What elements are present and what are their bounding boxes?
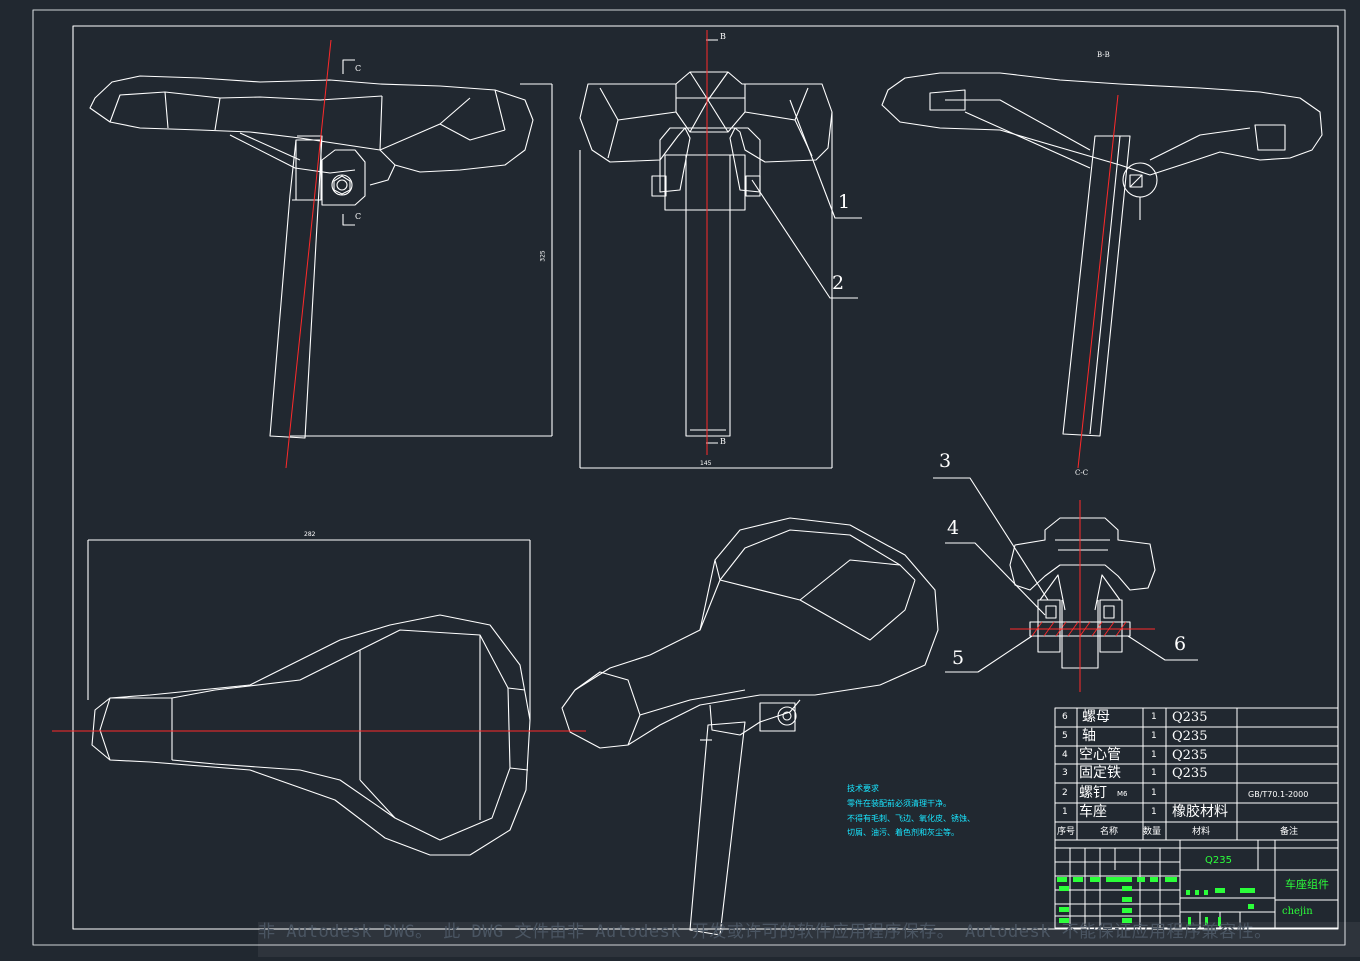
bom-header-no: 序号 [1057, 827, 1076, 837]
isometric-view [561, 517, 939, 936]
balloon-6: 6 [1174, 633, 1187, 655]
bom-row-2-note: GB/T70.1-2000 [1248, 790, 1309, 799]
title-block-assembly-name: 车座组件 [1285, 878, 1329, 891]
section-bb-right [881, 72, 1323, 437]
bom-header-name: 名称 [1100, 827, 1119, 837]
bom-row-5-material: Q235 [1172, 729, 1208, 744]
tech-req-title: 技术要求 [847, 784, 879, 793]
bom-row-2-no: 2 [1062, 788, 1068, 798]
section-title-bb: B-B [1097, 51, 1110, 59]
dimension-length-top: 282 [304, 531, 316, 538]
bom-row-6-name: 螺母 [1082, 709, 1110, 725]
tech-req-line-3: 切屑、油污、着色剂和灰尘等。 [847, 828, 959, 837]
bom-row-1-qty: 1 [1151, 807, 1157, 817]
section-title-cc: C-C [1075, 469, 1089, 477]
bom-row-3-no: 3 [1062, 768, 1068, 778]
balloon-5: 5 [952, 647, 965, 669]
bom-row-2-spec: M6 [1117, 790, 1128, 798]
balloon-2: 2 [832, 272, 845, 294]
bom-row-1-material: 橡胶材料 [1172, 804, 1228, 820]
bom-row-3-name: 固定铁 [1079, 765, 1121, 781]
bom-row-6-qty: 1 [1151, 712, 1157, 722]
inner-border [72, 25, 1339, 930]
balloon-3: 3 [939, 450, 952, 472]
dimension-width-front: 145 [700, 460, 712, 467]
bom-row-2-qty: 1 [1151, 788, 1157, 798]
bom-row-1-name: 车座 [1079, 804, 1107, 820]
bom-row-3-material: Q235 [1172, 766, 1208, 781]
bom-row-1-no: 1 [1062, 807, 1068, 817]
section-cc-detail [1009, 517, 1156, 669]
section-marker-c-top: C [355, 64, 362, 73]
section-marker-c-bottom: C [355, 212, 362, 221]
dwg-watermark: 非 Autodesk DWG。 此 DWG 文件由非 Autodesk 开发或许… [258, 922, 1360, 957]
bom-row-4-name: 空心管 [1079, 747, 1121, 763]
bom-header-note: 备注 [1280, 827, 1299, 837]
title-block-material: Q235 [1205, 855, 1232, 866]
bom-row-4-no: 4 [1062, 750, 1068, 760]
bom-row-4-material: Q235 [1172, 748, 1208, 763]
leader-lines [751, 99, 1198, 673]
bom-header-qty: 数量 [1143, 827, 1162, 837]
balloon-1: 1 [838, 191, 851, 213]
tech-req-line-2: 不得有毛刺、飞边、氧化皮、锈蚀、 [847, 814, 975, 823]
top-view-bottom-left [87, 539, 531, 856]
side-view-left [89, 59, 553, 439]
bom-row-5-no: 5 [1062, 731, 1068, 741]
title-block-designer: chejin [1282, 906, 1313, 917]
bom-row-6-material: Q235 [1172, 710, 1208, 725]
dimension-height: 325 [539, 250, 547, 262]
bom-row-2-name: 螺钉 [1079, 785, 1107, 801]
title-block [1054, 707, 1339, 929]
bom-row-3-qty: 1 [1151, 768, 1157, 778]
section-marker-b-bottom: B [720, 437, 726, 446]
balloon-4: 4 [947, 517, 960, 539]
outer-border [32, 9, 1346, 946]
bom-header-material: 材料 [1192, 827, 1211, 837]
front-view-center [579, 39, 833, 469]
bom-row-5-name: 轴 [1082, 728, 1096, 744]
bom-row-4-qty: 1 [1151, 750, 1157, 760]
tech-req-line-1: 零件在装配前必须清理干净。 [847, 799, 951, 808]
bom-row-5-qty: 1 [1151, 731, 1157, 741]
bom-row-6-no: 6 [1062, 712, 1068, 722]
center-lines [52, 30, 1155, 732]
section-marker-b-top: B [720, 32, 726, 41]
